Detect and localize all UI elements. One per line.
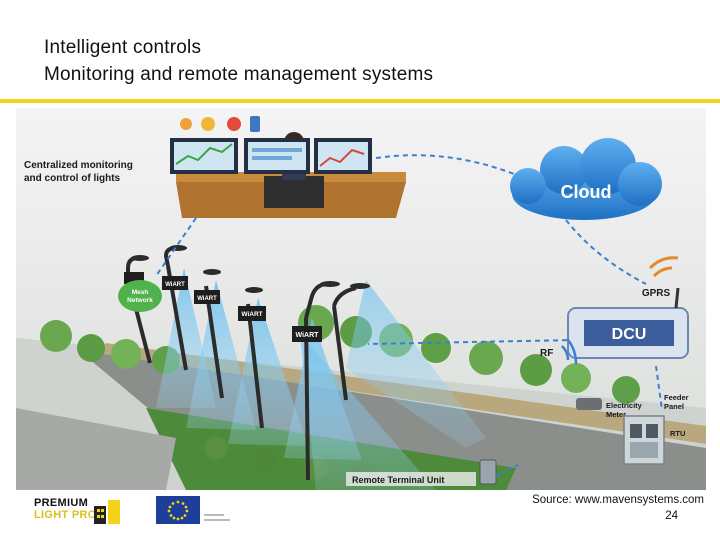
slide-footer: PREMIUM LIGHT PRO Sourc bbox=[0, 490, 720, 540]
wiart-label-2: WiART bbox=[197, 296, 217, 302]
dcu-label: DCU bbox=[612, 326, 647, 343]
eu-funding-logo bbox=[156, 496, 232, 526]
source-credit: Source: www.mavensystems.com bbox=[532, 494, 704, 506]
meter-label-line2: Meter bbox=[606, 410, 626, 419]
mesh-network-badge: Mesh Network bbox=[118, 280, 162, 312]
eu-fine-print bbox=[204, 512, 232, 526]
monitors bbox=[170, 138, 372, 174]
cloud-label: Cloud bbox=[561, 182, 612, 202]
eu-flag-icon bbox=[156, 496, 200, 524]
title-divider bbox=[0, 99, 720, 103]
remote-unit-label: Remote Terminal Unit bbox=[352, 475, 444, 485]
rf-label: RF bbox=[540, 348, 553, 359]
gprs-label: GPRS bbox=[642, 288, 671, 299]
premium-light-pro-logo: PREMIUM LIGHT PRO bbox=[34, 496, 126, 528]
logo-text-line2: LIGHT PRO bbox=[34, 509, 97, 521]
system-diagram: WiART WiART WiART WiART Mesh Network bbox=[16, 108, 706, 490]
mesh-label-line2: Network bbox=[127, 297, 153, 304]
feeder-label-line1: Feeder bbox=[664, 393, 689, 402]
wiart-label-3: WiART bbox=[241, 311, 262, 318]
feeder-panel-device bbox=[624, 416, 664, 464]
wiart-label-1: WiART bbox=[165, 282, 185, 288]
rtu-label: RTU bbox=[670, 429, 685, 438]
page-number: 24 bbox=[665, 510, 678, 522]
title-line-1: Intelligent controls bbox=[44, 34, 433, 61]
centralized-label-line1: Centralized monitoring bbox=[24, 160, 133, 171]
feeder-label-line2: Panel bbox=[664, 402, 684, 411]
slide-title: Intelligent controls Monitoring and remo… bbox=[44, 34, 433, 88]
wiart-label-4: WiART bbox=[296, 332, 320, 339]
centralized-label-line2: and control of lights bbox=[24, 173, 121, 184]
title-line-2: Monitoring and remote management systems bbox=[44, 61, 433, 88]
logo-text-line1: PREMIUM bbox=[34, 497, 88, 509]
meter-label-line1: Electricity bbox=[606, 401, 643, 410]
mesh-label-line1: Mesh bbox=[132, 289, 149, 296]
building-icon bbox=[92, 498, 122, 526]
